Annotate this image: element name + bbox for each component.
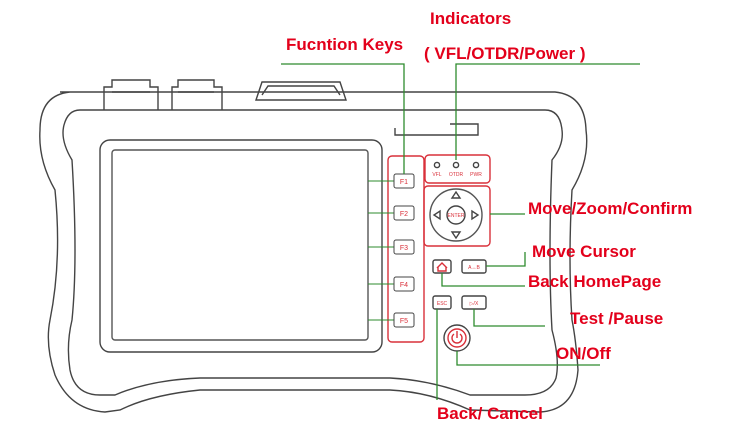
back-homepage-label: Back HomePage — [528, 272, 662, 291]
enter-button-label: ENTER — [448, 213, 465, 219]
f3-key — [393, 239, 415, 255]
pwr-led — [472, 161, 480, 169]
cursor-button-label: A↔B — [468, 265, 480, 271]
nav-pad-panel — [423, 185, 491, 247]
test-pause-leader — [473, 309, 545, 327]
f3-key-label: F3 — [400, 245, 408, 252]
leader-lines — [281, 63, 640, 400]
esc-button-label: ESC — [437, 301, 448, 307]
power-button-ring — [447, 328, 467, 348]
test-button-label: ▷/X — [470, 301, 479, 307]
move-cursor-label: Move Cursor — [532, 242, 636, 261]
indicators-leader — [455, 63, 640, 160]
move-zoom-confirm-label: Move/Zoom/Confirm — [528, 199, 693, 218]
pwr-led-label: PWR — [470, 172, 482, 178]
right-connector — [171, 79, 223, 110]
power-icon — [451, 331, 463, 344]
left-connector — [103, 79, 159, 110]
arrow-right-icon — [471, 209, 480, 221]
indicators-label: Indicators — [430, 9, 512, 28]
arrow-left-icon — [432, 209, 441, 221]
test-pause-label: Test /Pause — [570, 309, 664, 328]
otdr-led — [452, 161, 460, 169]
on-off-leader — [456, 351, 600, 366]
arrow-up-icon — [450, 190, 462, 199]
on-off-label: ON/Off — [556, 344, 611, 363]
f4-key-label: F4 — [400, 282, 408, 289]
f1-key-label: F1 — [400, 179, 408, 186]
enter-button — [446, 205, 466, 225]
device-body-outer — [39, 91, 588, 413]
f2-key — [393, 205, 415, 221]
indicator-panel — [424, 154, 491, 184]
f4-key — [393, 276, 415, 292]
device-body-inner — [62, 109, 563, 396]
nav-pad — [429, 188, 483, 242]
vfl-led — [433, 161, 441, 169]
back-homepage-leader — [441, 273, 525, 287]
home-icon — [436, 262, 448, 272]
f5-key — [393, 312, 415, 328]
function-key-panel — [387, 155, 425, 343]
f2-key-label: F2 — [400, 211, 408, 218]
screen — [111, 149, 369, 341]
handle-ridges — [261, 85, 341, 96]
vfl-led-label: VFL — [432, 172, 441, 178]
f5-key-label: F5 — [400, 318, 408, 325]
screen-bezel — [99, 139, 383, 353]
indicators-sub-label: ( VFL/OTDR/Power ) — [424, 44, 586, 63]
top-handle — [255, 81, 347, 101]
back-cancel-label: Back/ Cancel — [437, 404, 543, 423]
esc-button — [432, 295, 452, 310]
top-slot — [394, 123, 479, 136]
function-keys-label: Fucntion Keys — [286, 35, 404, 54]
otdr-led-label: OTDR — [449, 172, 464, 178]
function-keys-leader — [281, 63, 405, 174]
move-cursor-leader — [486, 252, 526, 267]
arrow-down-icon — [450, 231, 462, 240]
